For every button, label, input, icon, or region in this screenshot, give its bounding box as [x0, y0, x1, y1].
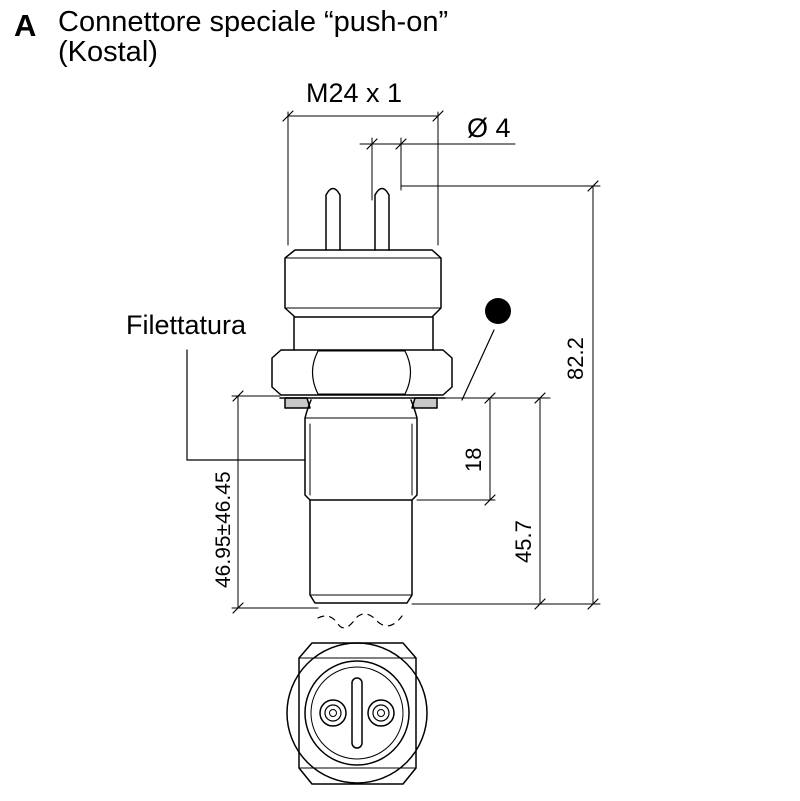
- bullet-leader: [461, 329, 495, 401]
- body-length-dimension: [411, 392, 601, 610]
- sensor-tip: [309, 499, 413, 604]
- pin-diameter-label: Ø 4: [467, 113, 511, 143]
- pin-diameter-dimension: [359, 137, 516, 201]
- break-line: [317, 613, 403, 629]
- bottom-view: [286, 642, 428, 785]
- section-letter: A: [14, 8, 37, 43]
- bullet-marker: [485, 298, 511, 324]
- total-height-label: 82.2: [563, 337, 588, 380]
- connector-cap: [284, 249, 442, 351]
- thread-callout-leader: [186, 349, 306, 461]
- threaded-shank: [304, 399, 418, 501]
- title-line-2: (Kostal): [58, 36, 158, 68]
- total-height-dimension: [400, 180, 601, 610]
- thread-length-dimension: [416, 392, 551, 506]
- thread-size-dimension: [282, 110, 444, 246]
- thread-size-label: M24 x 1: [306, 78, 402, 108]
- tip-length-dimension: [231, 390, 319, 614]
- hex-nut: [271, 349, 453, 396]
- title-line-1: Connettore speciale “push-on”: [58, 6, 449, 38]
- tip-length-label: 46.95±46.45: [212, 471, 235, 588]
- thread-length-label: 18: [461, 448, 486, 472]
- thread-callout-label: Filettatura: [126, 310, 247, 340]
- sealing-washer: [279, 397, 446, 409]
- body-length-label: 45.7: [511, 520, 536, 563]
- connector-pins: [325, 187, 390, 251]
